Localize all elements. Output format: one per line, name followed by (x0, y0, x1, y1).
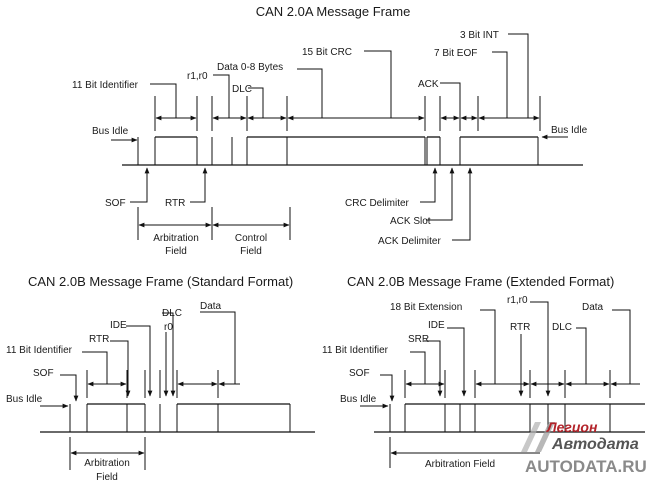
standard-waveform (40, 403, 315, 433)
arbitration-field-label-1: Arbitration (153, 233, 199, 244)
std-rtr-label: RTR (89, 334, 109, 345)
bus-idle-right-label: Bus Idle (551, 125, 588, 136)
eof-label: 7 Bit EOF (434, 48, 477, 59)
can-2-0b-standard-title: CAN 2.0B Message Frame (Standard Format) (28, 274, 293, 289)
can-2-0a-waveform (122, 136, 583, 166)
ext-rtr-label: RTR (510, 322, 530, 333)
sof-label: SOF (105, 198, 126, 209)
int-label: 3 Bit INT (460, 30, 499, 41)
arbitration-control-brackets (137, 207, 291, 240)
extended-waveform (374, 403, 645, 433)
watermark-line3: AUTODATA.RU (525, 457, 647, 476)
std-identifier-label: 11 Bit Identifier (6, 345, 73, 356)
crc-delimiter-label: CRC Delimiter (345, 198, 410, 209)
ext-arbitration-field-label: Arbitration Field (425, 459, 495, 470)
dlc-label: DLC (232, 84, 252, 95)
r1r0-label: r1,r0 (187, 71, 208, 82)
std-data-label: Data (200, 301, 222, 312)
ack-slot-leader (426, 167, 455, 221)
ext-ide-label: IDE (428, 320, 445, 331)
extended-dividers (404, 370, 640, 398)
can-2-0a-leaders (150, 33, 529, 118)
ext-bus-idle-label: Bus Idle (340, 394, 377, 405)
ack-delimiter-leader (452, 167, 473, 241)
data-label: Data 0-8 Bytes (217, 62, 283, 73)
ext-identifier-label: 11 Bit Identifier (322, 345, 389, 356)
can-2-0a-field-dividers (154, 96, 541, 131)
can-2-0b-extended-frame: CAN 2.0B Message Frame (Extended Format) (322, 274, 645, 470)
std-dlc-label: DLC (162, 308, 182, 319)
control-field-label-1: Control (235, 233, 267, 244)
std-ide-label: IDE (110, 320, 127, 331)
watermark-stripe-1 (535, 422, 555, 452)
rtr-leader (190, 167, 208, 203)
can-2-0a-frame: CAN 2.0A Message Frame (72, 4, 588, 257)
ext-data-label: Data (582, 302, 604, 313)
standard-leaders (40, 311, 236, 470)
ack-label: ACK (418, 79, 439, 90)
arbitration-field-label-2: Field (165, 246, 187, 257)
ext-extension-label: 18 Bit Extension (390, 302, 462, 313)
std-arbitration-field-label-1: Arbitration (84, 458, 130, 469)
rtr-label: RTR (165, 198, 185, 209)
watermark-line2: Автодата (551, 436, 639, 453)
ext-sof-label: SOF (349, 368, 370, 379)
sof-leader (130, 167, 150, 203)
extended-leaders (360, 301, 631, 468)
identifier-label: 11 Bit Identifier (72, 80, 139, 91)
std-arbitration-field-label-2: Field (96, 472, 118, 483)
std-r0-label: r0 (164, 322, 173, 333)
watermark-stripe-2 (521, 422, 541, 452)
ext-srr-label: SRR (408, 334, 429, 345)
control-field-label-2: Field (240, 246, 262, 257)
standard-dividers (86, 370, 240, 398)
crc-delimiter-leader (420, 167, 438, 203)
can-2-0b-extended-title: CAN 2.0B Message Frame (Extended Format) (347, 274, 614, 289)
ack-delimiter-label: ACK Delimiter (378, 236, 441, 247)
bus-idle-left-label: Bus Idle (92, 126, 129, 137)
can-2-0a-title: CAN 2.0A Message Frame (256, 4, 411, 19)
ext-dlc-label: DLC (552, 322, 572, 333)
std-sof-label: SOF (33, 368, 54, 379)
autodata-watermark: Легион Автодата AUTODATA.RU (521, 419, 647, 476)
crc-label: 15 Bit CRC (302, 47, 352, 58)
watermark-line1: Легион (546, 419, 598, 435)
ack-slot-label: ACK Slot (390, 216, 431, 227)
ext-r1r0-label: r1,r0 (507, 295, 528, 306)
can-2-0b-standard-frame: CAN 2.0B Message Frame (Standard Format) (6, 274, 315, 483)
std-bus-idle-label: Bus Idle (6, 394, 43, 405)
